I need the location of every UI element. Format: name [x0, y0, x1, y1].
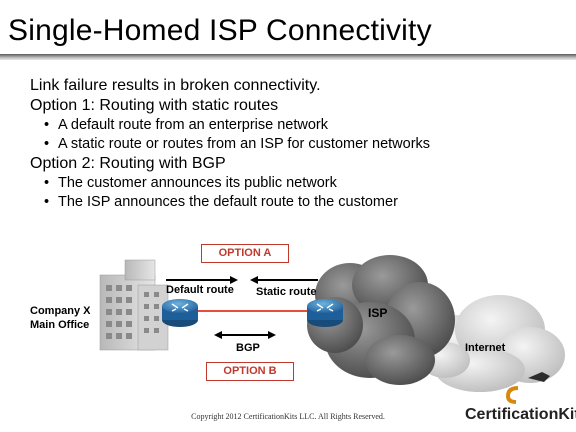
- enterprise-router-icon: [162, 299, 198, 327]
- sub-bullet-item: •The customer announces its public netwo…: [44, 175, 337, 191]
- default-route-arrow: [166, 276, 238, 284]
- option-b-label: OPTION B: [206, 362, 294, 381]
- bgp-label: BGP: [236, 342, 260, 354]
- sub-bullet-item: •A static route or routes from an ISP fo…: [44, 136, 431, 152]
- sub-bullet-item: •A default route from an enterprise netw…: [44, 117, 329, 133]
- slide-title: Single-Homed ISP Connectivity: [8, 14, 432, 47]
- bgp-arrow: [214, 331, 276, 339]
- ck-logo-mark: [505, 372, 550, 404]
- sub-bullet-item: •The ISP announces the default route to …: [44, 194, 398, 210]
- certificationkits-logo: CertificationKits: [465, 406, 576, 423]
- title-underline: [0, 54, 576, 60]
- option-a-label: OPTION A: [201, 244, 289, 263]
- company-label: Company X Main Office: [30, 305, 91, 331]
- internet-label: Internet: [465, 342, 506, 354]
- bullet-item: Option 2: Routing with BGP: [30, 155, 226, 172]
- bullet-item: Option 1: Routing with static routes: [30, 97, 279, 114]
- office-building-icon: [99, 259, 169, 351]
- network-diagram: OPTION A OPTION B Default route Static r…: [0, 230, 576, 405]
- bullet-item: Link failure results in broken connectiv…: [30, 77, 321, 94]
- static-route-arrow: [250, 276, 318, 284]
- internet-cloud: [420, 295, 565, 392]
- isp-cloud: [307, 255, 455, 385]
- isp-label: ISP: [368, 306, 388, 320]
- diagram-graphics: [99, 255, 565, 404]
- bullet-list: Link failure results in broken connectiv…: [30, 76, 430, 212]
- copyright-text: Copyright 2012 CertificationKits LLC. Al…: [191, 412, 385, 421]
- static-route-label: Static route: [256, 286, 317, 298]
- isp-router-icon: [307, 299, 343, 327]
- default-route-label: Default route: [166, 284, 234, 296]
